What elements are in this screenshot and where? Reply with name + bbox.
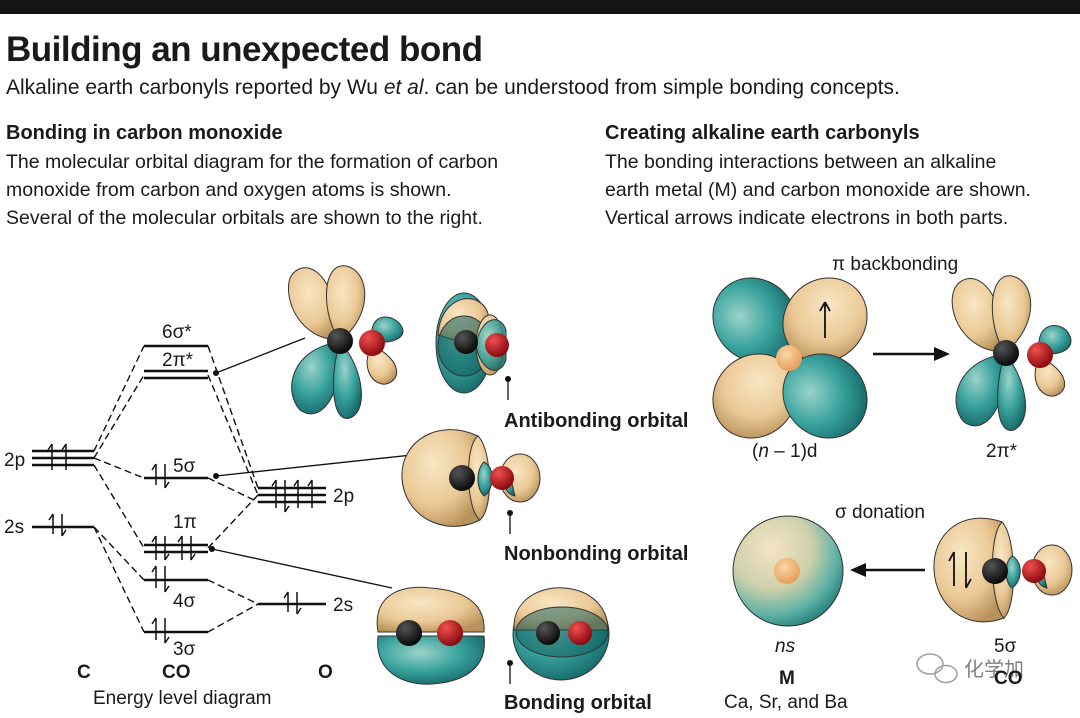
column-label-co: CO	[162, 662, 191, 683]
c-2s-label: 2s	[4, 517, 24, 538]
backbonding-title: π backbonding	[832, 254, 958, 275]
left-section-text: The molecular orbital diagram for the fo…	[6, 148, 498, 232]
c-2p-label: 2p	[4, 450, 25, 471]
o-2p-label: 2p	[333, 486, 354, 507]
left-text-line-3: Several of the molecular orbitals are sh…	[6, 207, 483, 229]
subtitle-part-2: . can be understood from simple bonding …	[423, 76, 900, 99]
right-section-heading: Creating alkaline earth carbonyls	[605, 122, 920, 144]
nonbonding-caption: Nonbonding orbital	[504, 543, 688, 565]
watermark-text: 化学加	[964, 658, 1024, 681]
subtitle-emphasis: et al	[383, 76, 424, 99]
correlation-lines	[93, 345, 259, 633]
antibonding-orbital-rotated	[435, 292, 509, 394]
bonding-caption: Bonding orbital	[504, 692, 652, 714]
metal-d-orbital	[712, 277, 868, 439]
electron-arrows	[47, 443, 313, 644]
backbonding-arrow	[873, 347, 950, 361]
co-pi-star-label: 2π*	[986, 441, 1018, 462]
antibonding-caption: Antibonding orbital	[504, 410, 688, 432]
top-rule	[0, 0, 1080, 14]
antibonding-orbital-side	[288, 265, 404, 419]
energy-level-diagram	[32, 337, 441, 644]
right-section-text: The bonding interactions between an alka…	[605, 148, 1031, 232]
right-text-line-1: The bonding interactions between an alka…	[605, 151, 997, 173]
nonbonding-orbital	[401, 429, 541, 527]
metal-s-orbital-label: ns	[775, 636, 796, 657]
metal-label: M	[779, 668, 795, 689]
leader-lines	[211, 337, 441, 589]
donation-title: σ donation	[835, 502, 925, 523]
bonding-orbital-side	[376, 586, 485, 685]
co-5sigma-label: 5σ	[173, 456, 196, 477]
right-text-line-2: earth metal (M) and carbon monoxide are …	[605, 179, 1031, 201]
left-text-line-2: monoxide from carbon and oxygen atoms is…	[6, 179, 452, 201]
co-pi-star-orbital	[951, 275, 1072, 431]
co-3sigma-label: 3σ	[173, 639, 196, 660]
left-section-heading: Bonding in carbon monoxide	[6, 122, 283, 144]
bonding-orbital-rotated	[512, 587, 610, 681]
column-label-c: C	[77, 662, 91, 683]
column-label-o: O	[318, 662, 333, 683]
co-2pi-label: 2π*	[162, 350, 194, 371]
energy-diagram-caption: Energy level diagram	[93, 688, 271, 709]
donation-arrow	[850, 563, 925, 577]
wechat-icon	[916, 653, 958, 684]
co-5sigma-orbital	[933, 517, 1073, 623]
co-label: CO	[994, 668, 1023, 689]
co-1pi-label: 1π	[173, 512, 197, 533]
watermark: 化学加	[916, 653, 1024, 684]
right-text-line-3: Vertical arrows indicate electrons in bo…	[605, 207, 1009, 229]
left-text-line-1: The molecular orbital diagram for the fo…	[6, 151, 499, 173]
page-title: Building an unexpected bond	[6, 30, 483, 69]
co-4sigma-label: 4σ	[173, 591, 196, 612]
page-subtitle: Alkaline earth carbonyls reported by Wu …	[6, 76, 900, 100]
metal-d-orbital-label: (n – 1)d	[752, 441, 818, 462]
subtitle-part-1: Alkaline earth carbonyls reported by Wu	[6, 76, 384, 99]
co-6sigma-label: 6σ*	[162, 322, 192, 343]
metal-s-orbital	[732, 515, 844, 627]
metal-examples: Ca, Sr, and Ba	[724, 692, 848, 713]
o-2s-label: 2s	[333, 595, 353, 616]
co-5sigma-label: 5σ	[994, 636, 1017, 657]
